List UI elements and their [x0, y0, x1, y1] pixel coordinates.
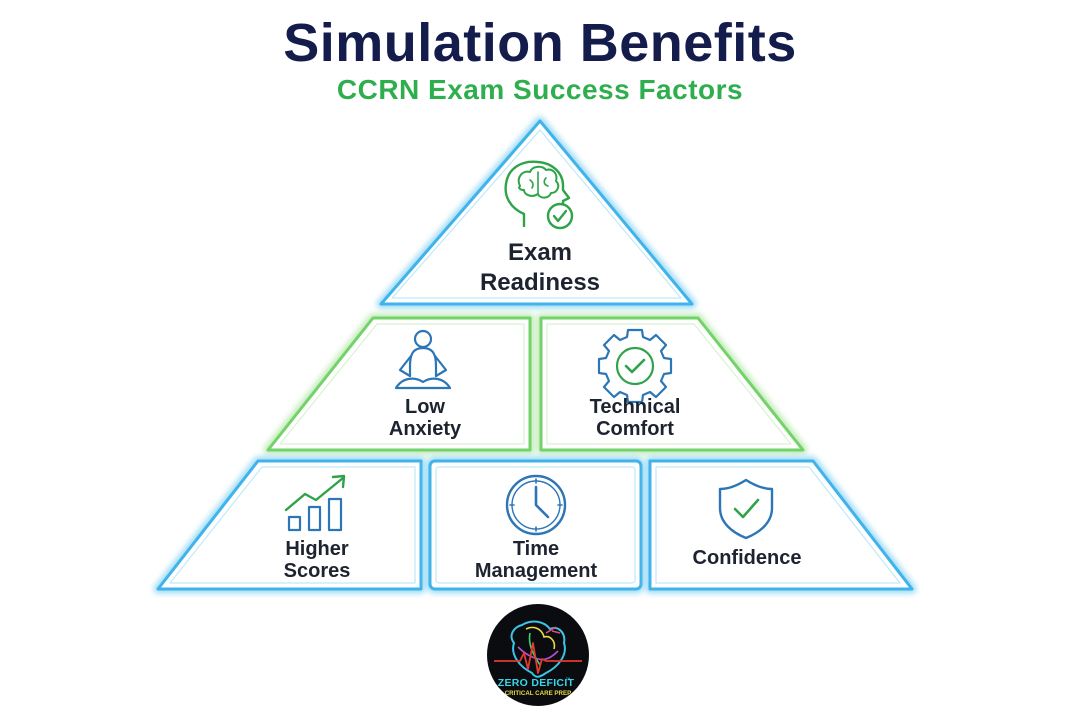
label-higher-scores: Higher Scores [283, 538, 351, 582]
logo-trademark: ™ [566, 677, 571, 683]
label-time-management: Time Management [474, 538, 598, 582]
label-technical-comfort: Technical Comfort [589, 396, 681, 440]
page-subtitle: CCRN Exam Success Factors [336, 74, 744, 105]
gear-check-icon [597, 328, 673, 404]
brain-check-icon [504, 160, 574, 230]
zero-deficit-logo: ZERO DEFICIT ™ CRITICAL CARE PREP [487, 604, 589, 706]
meditation-icon [394, 329, 452, 390]
label-low-anxiety: Low Anxiety [388, 396, 462, 440]
tier-bottom-confidence [645, 456, 917, 594]
logo-text-line2: CRITICAL CARE PREP [505, 690, 572, 697]
tier-bottom-time-management [425, 456, 646, 594]
growth-chart-icon [284, 474, 346, 532]
logo-text-line1: ZERO DEFICIT [498, 677, 575, 689]
label-exam-readiness: Exam Readiness [479, 239, 601, 296]
page-title: Simulation Benefits [283, 13, 797, 73]
tier-top-exam-readiness [376, 116, 697, 309]
tier-middle-technical-comfort [536, 313, 808, 455]
shield-check-icon [718, 478, 774, 540]
clock-icon [505, 474, 567, 536]
label-confidence: Confidence [692, 547, 802, 569]
